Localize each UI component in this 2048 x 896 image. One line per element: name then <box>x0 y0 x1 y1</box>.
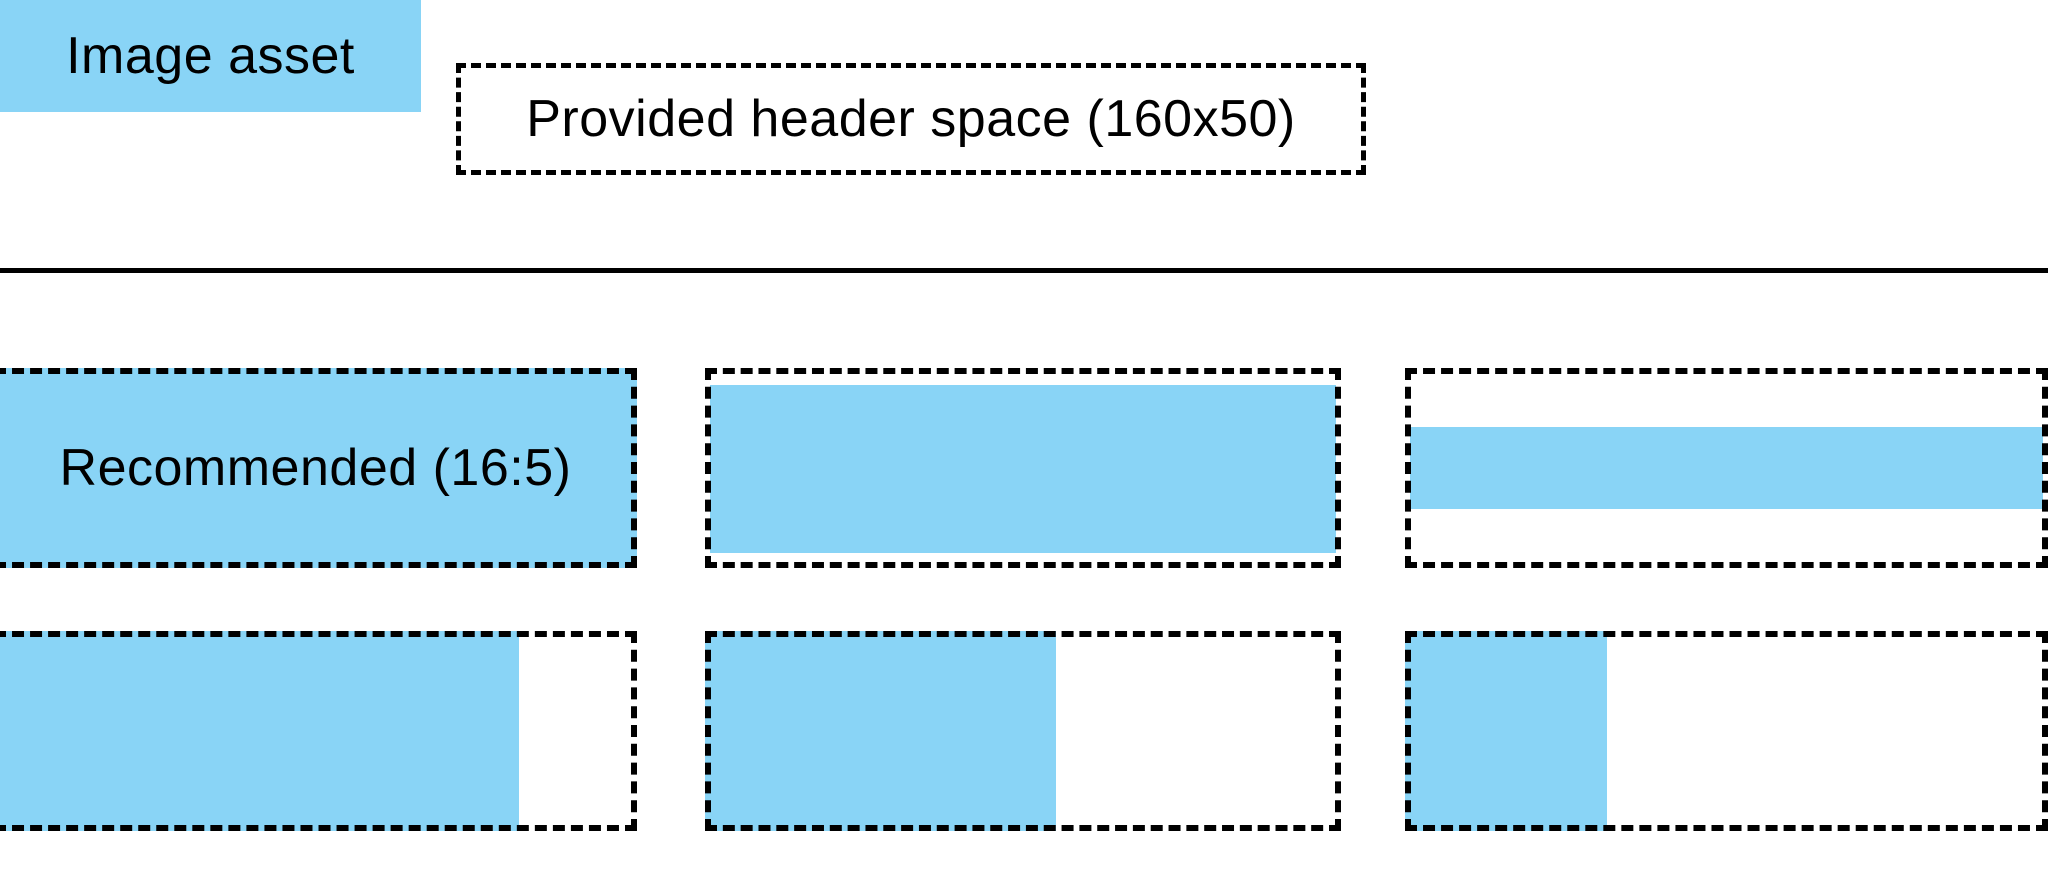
example-tall-large-cell <box>0 631 637 831</box>
recommended-image-fill: Recommended (16:5) <box>0 368 637 568</box>
wide-strip-image-fill <box>1410 427 2043 509</box>
tall-narrow-image-fill <box>1405 631 1607 831</box>
shorter-image-fill <box>710 385 1336 553</box>
example-recommended-cell: Recommended (16:5) <box>0 368 637 568</box>
example-tall-medium-cell <box>705 631 1341 831</box>
section-divider <box>0 268 2048 273</box>
legend-header-space-label: Provided header space (160x50) <box>526 90 1296 148</box>
example-shorter-image-cell <box>705 368 1341 568</box>
legend-header-space-box: Provided header space (160x50) <box>456 63 1366 175</box>
tall-large-image-fill <box>0 631 519 831</box>
legend-image-asset-swatch: Image asset <box>0 0 421 112</box>
tall-medium-image-fill <box>705 631 1056 831</box>
example-tall-narrow-cell <box>1405 631 2048 831</box>
recommended-label: Recommended (16:5) <box>59 439 572 497</box>
legend-image-asset-label: Image asset <box>66 27 355 85</box>
example-wide-strip-cell <box>1405 368 2048 568</box>
